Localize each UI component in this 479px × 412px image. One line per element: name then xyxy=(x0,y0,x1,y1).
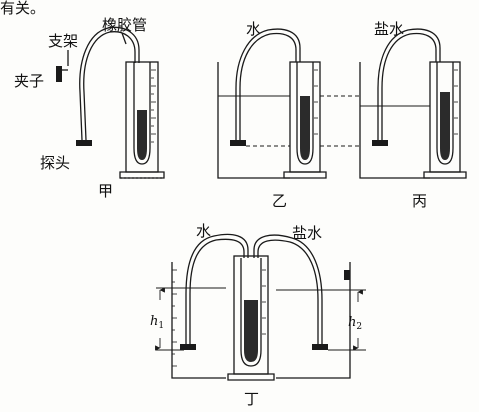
scale-d-left xyxy=(172,269,177,367)
rubber-tube-a xyxy=(83,31,136,141)
probe-d-left xyxy=(180,344,196,350)
label-water-d: 水 xyxy=(196,222,211,240)
label-h1: h1 xyxy=(150,314,164,331)
rubber-tube-d-left xyxy=(189,238,245,344)
tube-pointer xyxy=(121,32,127,45)
rubber-tube-a-outer xyxy=(79,26,140,141)
u-tube-b xyxy=(296,62,314,165)
probe-c xyxy=(372,140,388,146)
container-d-left xyxy=(171,262,226,379)
rubber-tube-b xyxy=(239,32,297,140)
rubber-tube-c xyxy=(381,32,437,140)
label-saltwater-c: 盐水 xyxy=(374,20,404,38)
caption-c: 丙 xyxy=(412,192,427,210)
liquid-a xyxy=(137,110,147,160)
setup-d: 水 盐水 xyxy=(150,222,366,408)
label-bracket: 支架 xyxy=(48,32,78,50)
probe-b xyxy=(230,140,246,146)
liquid-b xyxy=(300,96,310,160)
label-water-b: 水 xyxy=(246,20,261,38)
setup-b: 水 乙 xyxy=(217,20,360,210)
caption-a: 甲 xyxy=(98,182,113,200)
label-h2: h2 xyxy=(348,315,362,332)
probe-d-right xyxy=(312,344,328,350)
label-clip: 夹子 xyxy=(14,72,44,90)
container-b xyxy=(217,62,290,179)
setup-a: 支架 橡胶管 夹子 探头 甲 xyxy=(14,16,165,200)
container-d-right xyxy=(276,262,351,379)
liquid-c xyxy=(440,92,450,160)
caption-b: 乙 xyxy=(272,192,287,210)
caption-d: 丁 xyxy=(244,390,259,408)
top-text: 有关。 xyxy=(0,0,45,17)
probe-a xyxy=(76,140,92,146)
u-tube-d xyxy=(240,258,262,367)
clip-d xyxy=(344,270,350,280)
container-c xyxy=(359,62,430,179)
liquid-d xyxy=(244,300,258,362)
scale-a xyxy=(151,69,156,143)
label-saltwater-d: 盐水 xyxy=(292,224,322,242)
label-rubber-tube: 橡胶管 xyxy=(102,16,147,34)
clip xyxy=(56,66,62,82)
stand-base-a xyxy=(119,171,165,179)
setup-c: 盐水 丙 xyxy=(359,20,467,210)
label-probe: 探头 xyxy=(40,154,70,172)
u-tube-c xyxy=(436,62,454,165)
rubber-tube-d-right xyxy=(257,239,319,344)
u-tube-a xyxy=(133,62,151,165)
